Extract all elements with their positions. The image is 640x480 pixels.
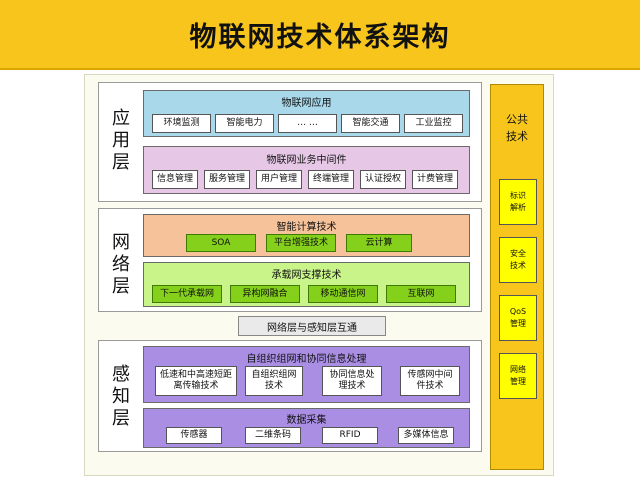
middleware-item-info-mgmt: 信息管理 xyxy=(152,170,198,189)
common-tech-title: 公共技术 xyxy=(506,113,528,143)
middleware-item-terminal-mgmt: 终端管理 xyxy=(308,170,354,189)
network-perception-bridge: 网络层与感知层互通 xyxy=(238,316,386,336)
data-collection-title: 数据采集 xyxy=(286,415,327,426)
perception-item-middleware: 传感网中间件技术 xyxy=(400,366,460,396)
collection-item-rfid: RFID xyxy=(322,427,378,444)
computing-item-soa: SOA xyxy=(186,234,256,252)
iot-application-title: 物联网应用 xyxy=(281,98,332,109)
network-layer-label: 网络层 xyxy=(112,232,130,297)
perception-layer-label: 感知层 xyxy=(112,364,130,429)
bearer-item-hetero: 异构网融合 xyxy=(230,285,300,303)
collection-item-qrcode: 二维条码 xyxy=(245,427,301,444)
collection-item-multimedia: 多媒体信息 xyxy=(398,427,454,444)
computing-item-cloud: 云计算 xyxy=(346,234,412,252)
app-item-smart-traffic: 智能交通 xyxy=(341,114,400,133)
bearer-title: 承载网支撑技术 xyxy=(271,270,342,281)
page-title: 物联网技术体系架构 xyxy=(189,21,451,53)
perception-item-cooperative: 协同信息处理技术 xyxy=(322,366,382,396)
middleware-item-auth: 认证授权 xyxy=(360,170,406,189)
application-layer-label: 应用层 xyxy=(112,108,130,173)
title-bar: 物联网技术体系架构 xyxy=(0,0,640,70)
common-item-security: 安全技术 xyxy=(499,237,537,283)
perception-item-transmission: 低速和中高速短距离传输技术 xyxy=(155,366,237,396)
bearer-item-internet: 互联网 xyxy=(386,285,456,303)
computing-title: 智能计算技术 xyxy=(276,222,337,233)
middleware-item-billing: 计费管理 xyxy=(412,170,458,189)
middleware-item-user-mgmt: 用户管理 xyxy=(256,170,302,189)
app-item-smart-power: 智能电力 xyxy=(215,114,274,133)
app-item-ellipsis: … … xyxy=(278,114,337,133)
app-item-industrial-monitor: 工业监控 xyxy=(404,114,463,133)
app-item-env-monitor: 环境监测 xyxy=(152,114,211,133)
middleware-title: 物联网业务中间件 xyxy=(266,155,347,166)
self-organizing-title: 自组织组网和协同信息处理 xyxy=(246,354,367,365)
bearer-item-ngn: 下一代承载网 xyxy=(152,285,222,303)
collection-item-sensor: 传感器 xyxy=(166,427,222,444)
computing-item-platform: 平台增强技术 xyxy=(266,234,336,252)
bearer-item-mobile: 移动通信网 xyxy=(308,285,378,303)
middleware-item-service-mgmt: 服务管理 xyxy=(204,170,250,189)
perception-item-networking: 自组织组网技术 xyxy=(245,366,303,396)
common-item-identifier: 标识解析 xyxy=(499,179,537,225)
common-item-network-mgmt: 网络管理 xyxy=(499,353,537,399)
